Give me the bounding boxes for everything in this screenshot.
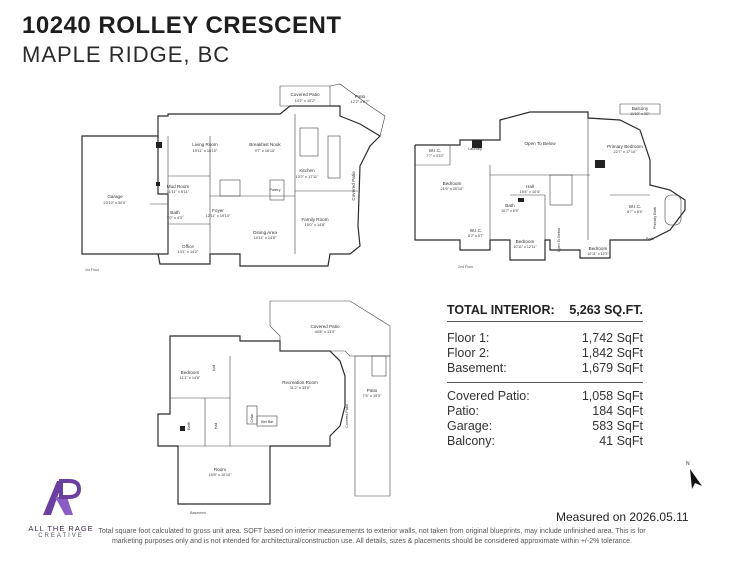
extra-area-row: Patio:184 SqFt	[447, 404, 643, 418]
total-label: TOTAL INTERIOR:	[447, 303, 555, 317]
room-label: Foyer	[212, 208, 224, 213]
property-address: 10240 ROLLEY CRESCENT	[22, 12, 342, 39]
room-label: Family Room	[301, 217, 328, 222]
room-label: 13'1" x 14'2"	[178, 250, 199, 254]
company-logo: ALL THE RAGE CREATIVE	[26, 477, 96, 539]
room-label: Hall	[526, 184, 534, 189]
room-label: Patio	[355, 94, 366, 99]
room-label: Bedroom	[589, 246, 608, 251]
room-label: Bath	[646, 237, 654, 241]
room-label: Room	[214, 467, 226, 472]
room-label: 10'7" x 6'5"	[501, 209, 519, 213]
room-label: 8'2" x 5'7"	[468, 234, 484, 238]
room-label: Living Room	[192, 142, 218, 147]
room-label: 15'0" x 14'8"	[305, 223, 326, 227]
room-label: 12'11" x 19'10"	[206, 214, 231, 218]
room-label: 23'10" x 30'0"	[104, 201, 128, 205]
room-label: Primary Bedroom	[607, 144, 643, 149]
north-label: N	[686, 461, 690, 467]
room-label: Dining Area	[253, 230, 277, 235]
extra-area-row: Balcony:41 SqFt	[447, 434, 643, 448]
room-label: 8'7" x 8'4"	[627, 210, 643, 214]
room-label: Bath	[505, 203, 515, 208]
room-label: Hall	[214, 423, 218, 430]
logo-sub: CREATIVE	[38, 533, 84, 539]
room-label: Covered Patio	[290, 92, 320, 97]
room-label: Bedroom	[443, 181, 462, 186]
floor-tag: Basement	[190, 511, 206, 515]
room-label: Patio	[367, 388, 378, 393]
room-label: W.I.C.	[629, 204, 642, 209]
room-label: 7'0" x 4'3"	[167, 216, 184, 220]
room-label: 31'2" x 33'0"	[290, 386, 311, 390]
room-label: Covered Patio	[310, 324, 340, 329]
room-label: 40'8" x 13'0"	[315, 330, 336, 334]
floor-tag: 1st Floor	[85, 268, 100, 272]
room-label: 7'7" x 5'10"	[426, 154, 444, 158]
area-summary: TOTAL INTERIOR: 5,263 SQ.FT. Floor 1:1,7…	[447, 303, 643, 449]
property-city: MAPLE RIDGE, BC	[22, 42, 231, 67]
north-arrow: N	[682, 460, 706, 495]
extra-area-row: Covered Patio:1,058 SqFt	[447, 389, 643, 403]
room-label: 15'4" x 10'4"	[520, 190, 541, 194]
disclaimer-text: Total square foot calculated to gross un…	[98, 528, 646, 545]
floor-area-row: Basement:1,679 SqFt	[447, 361, 643, 375]
room-label: Wet Bar	[261, 420, 274, 424]
room-label: Pantry	[270, 188, 281, 192]
room-label: 10'11" x 12'11"	[513, 245, 537, 249]
north-arrow-icon	[690, 469, 702, 489]
room-label: 11'10" x 3'0"	[630, 112, 650, 116]
room-label: 11'1" x 14'8"	[180, 376, 201, 380]
room-label: Bedroom	[181, 370, 200, 375]
room-label: Open To Below	[557, 227, 561, 252]
room-label: Primary Bath	[653, 207, 657, 229]
room-label: Balcony	[632, 106, 649, 111]
room-label: 10'11" x 14'8"	[254, 236, 277, 240]
room-label: Bath	[187, 422, 191, 430]
room-label: Mud Room	[167, 184, 190, 189]
room-label: Cellar	[250, 413, 254, 423]
room-label: 21'6" x 20'10"	[441, 187, 465, 191]
floor-tag: 2nd Floor	[458, 265, 474, 269]
floor-plan-2: Balcony 11'10" x 3'0" Open To Below Prim…	[410, 100, 700, 270]
logo-name: ALL THE RAGE	[28, 524, 94, 533]
room-label: 22'7" x 17'10"	[614, 150, 638, 154]
room-label: Breakfast Nook	[249, 142, 281, 147]
room-label: Laundry	[468, 147, 482, 151]
room-label: Hall	[212, 365, 216, 372]
floor-plan-basement: Covered Patio 40'8" x 13'0" Bedroom 11'1…	[150, 296, 410, 518]
room-label: 9'7" x 16'10"	[255, 149, 276, 153]
room-label: Office	[182, 244, 194, 249]
room-label: Open To Below	[524, 141, 556, 146]
floor-plan-1: Covered Patio 14'2" x 10'2" Patio 12'2" …	[60, 76, 390, 276]
total-value: 5,263 SQ.FT.	[569, 303, 643, 317]
extra-area-row: Garage:583 SqFt	[447, 419, 643, 433]
room-label: Bath	[170, 210, 180, 215]
room-label: 7'5" x 19'3"	[363, 394, 382, 398]
room-label: 14'2" x 10'2"	[295, 99, 316, 103]
room-label: Bedroom	[516, 239, 535, 244]
floor-area-row: Floor 2:1,842 SqFt	[447, 346, 643, 360]
room-label: Covered Patio	[351, 171, 356, 201]
room-label: W.I.C.	[470, 228, 483, 233]
room-label: 13'2" x 17'11"	[296, 175, 319, 179]
room-label: Recreation Room	[282, 380, 318, 385]
room-label: 10'11" x 12'3"	[587, 252, 609, 256]
logo-mark-icon	[43, 479, 82, 515]
floor-area-row: Floor 1:1,742 SqFt	[447, 331, 643, 345]
room-label: Garage	[107, 194, 123, 199]
divider	[447, 382, 643, 383]
total-interior: TOTAL INTERIOR: 5,263 SQ.FT.	[447, 303, 643, 322]
room-label: 11'11" x 5'11"	[167, 190, 190, 194]
room-label: W.I.C.	[429, 148, 442, 153]
room-label: 19'11" x 16'10"	[193, 149, 218, 153]
room-label: 12'2" x 6'7"	[351, 100, 370, 104]
measured-date: Measured on 2026.05.11	[556, 510, 689, 524]
room-label: Covered Patio	[345, 404, 349, 428]
room-label: Kitchen	[299, 168, 315, 173]
room-label: 19'8" x 10'10"	[209, 473, 233, 477]
